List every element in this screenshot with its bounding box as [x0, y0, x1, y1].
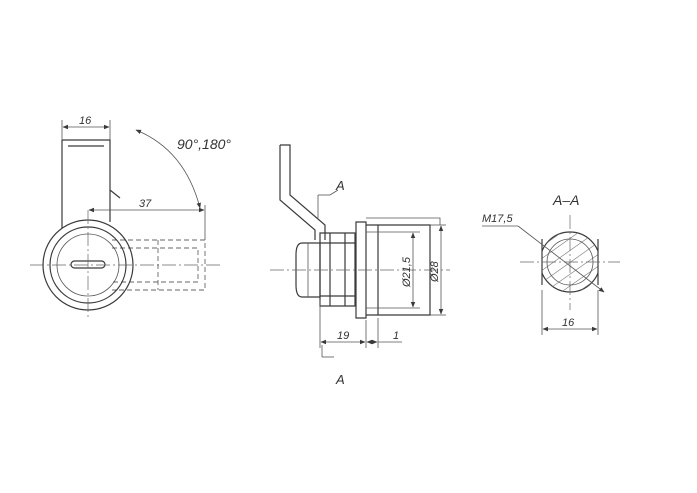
side-nut — [319, 232, 356, 307]
side-plate — [355, 221, 367, 319]
dim-section-width-value: 16 — [562, 317, 575, 329]
dim-flange-diameter: Ø28 — [429, 224, 446, 316]
front-view: 16 37 90°,180° — [30, 115, 231, 320]
section-marker-top: A — [335, 178, 345, 193]
dim-plate-thickness: 1 — [366, 318, 402, 348]
dim-section-width: 16 — [541, 290, 599, 335]
section-view: A–A — [482, 192, 620, 335]
side-cam-lever — [279, 144, 326, 240]
dim-plate-thickness-value: 1 — [393, 330, 399, 342]
dim-body-diameter: Ø21,5 — [378, 231, 420, 309]
dim-body-diameter-value: Ø21,5 — [401, 256, 413, 288]
rotation-arc: 90°,180° — [135, 129, 231, 209]
side-body — [295, 242, 321, 298]
dim-side-length: 19 — [319, 300, 367, 348]
section-title: A–A — [552, 192, 579, 208]
thread-callout: M17,5 — [482, 213, 605, 293]
rotation-angle-label: 90°,180° — [177, 136, 231, 152]
dim-flange-diameter-value: Ø28 — [429, 260, 441, 283]
dim-cam-length-value: 37 — [139, 198, 152, 210]
section-marker-bottom: A — [335, 372, 345, 387]
thread-label: M17,5 — [482, 213, 513, 225]
cam-lever — [61, 139, 121, 228]
dim-cam-length: 37 — [88, 198, 206, 240]
dim-front-width-value: 16 — [79, 115, 92, 127]
dim-side-length-value: 19 — [337, 330, 349, 342]
dim-front-width: 16 — [61, 115, 111, 140]
side-view: A A 19 1 Ø21,5 Ø28 — [270, 144, 450, 387]
